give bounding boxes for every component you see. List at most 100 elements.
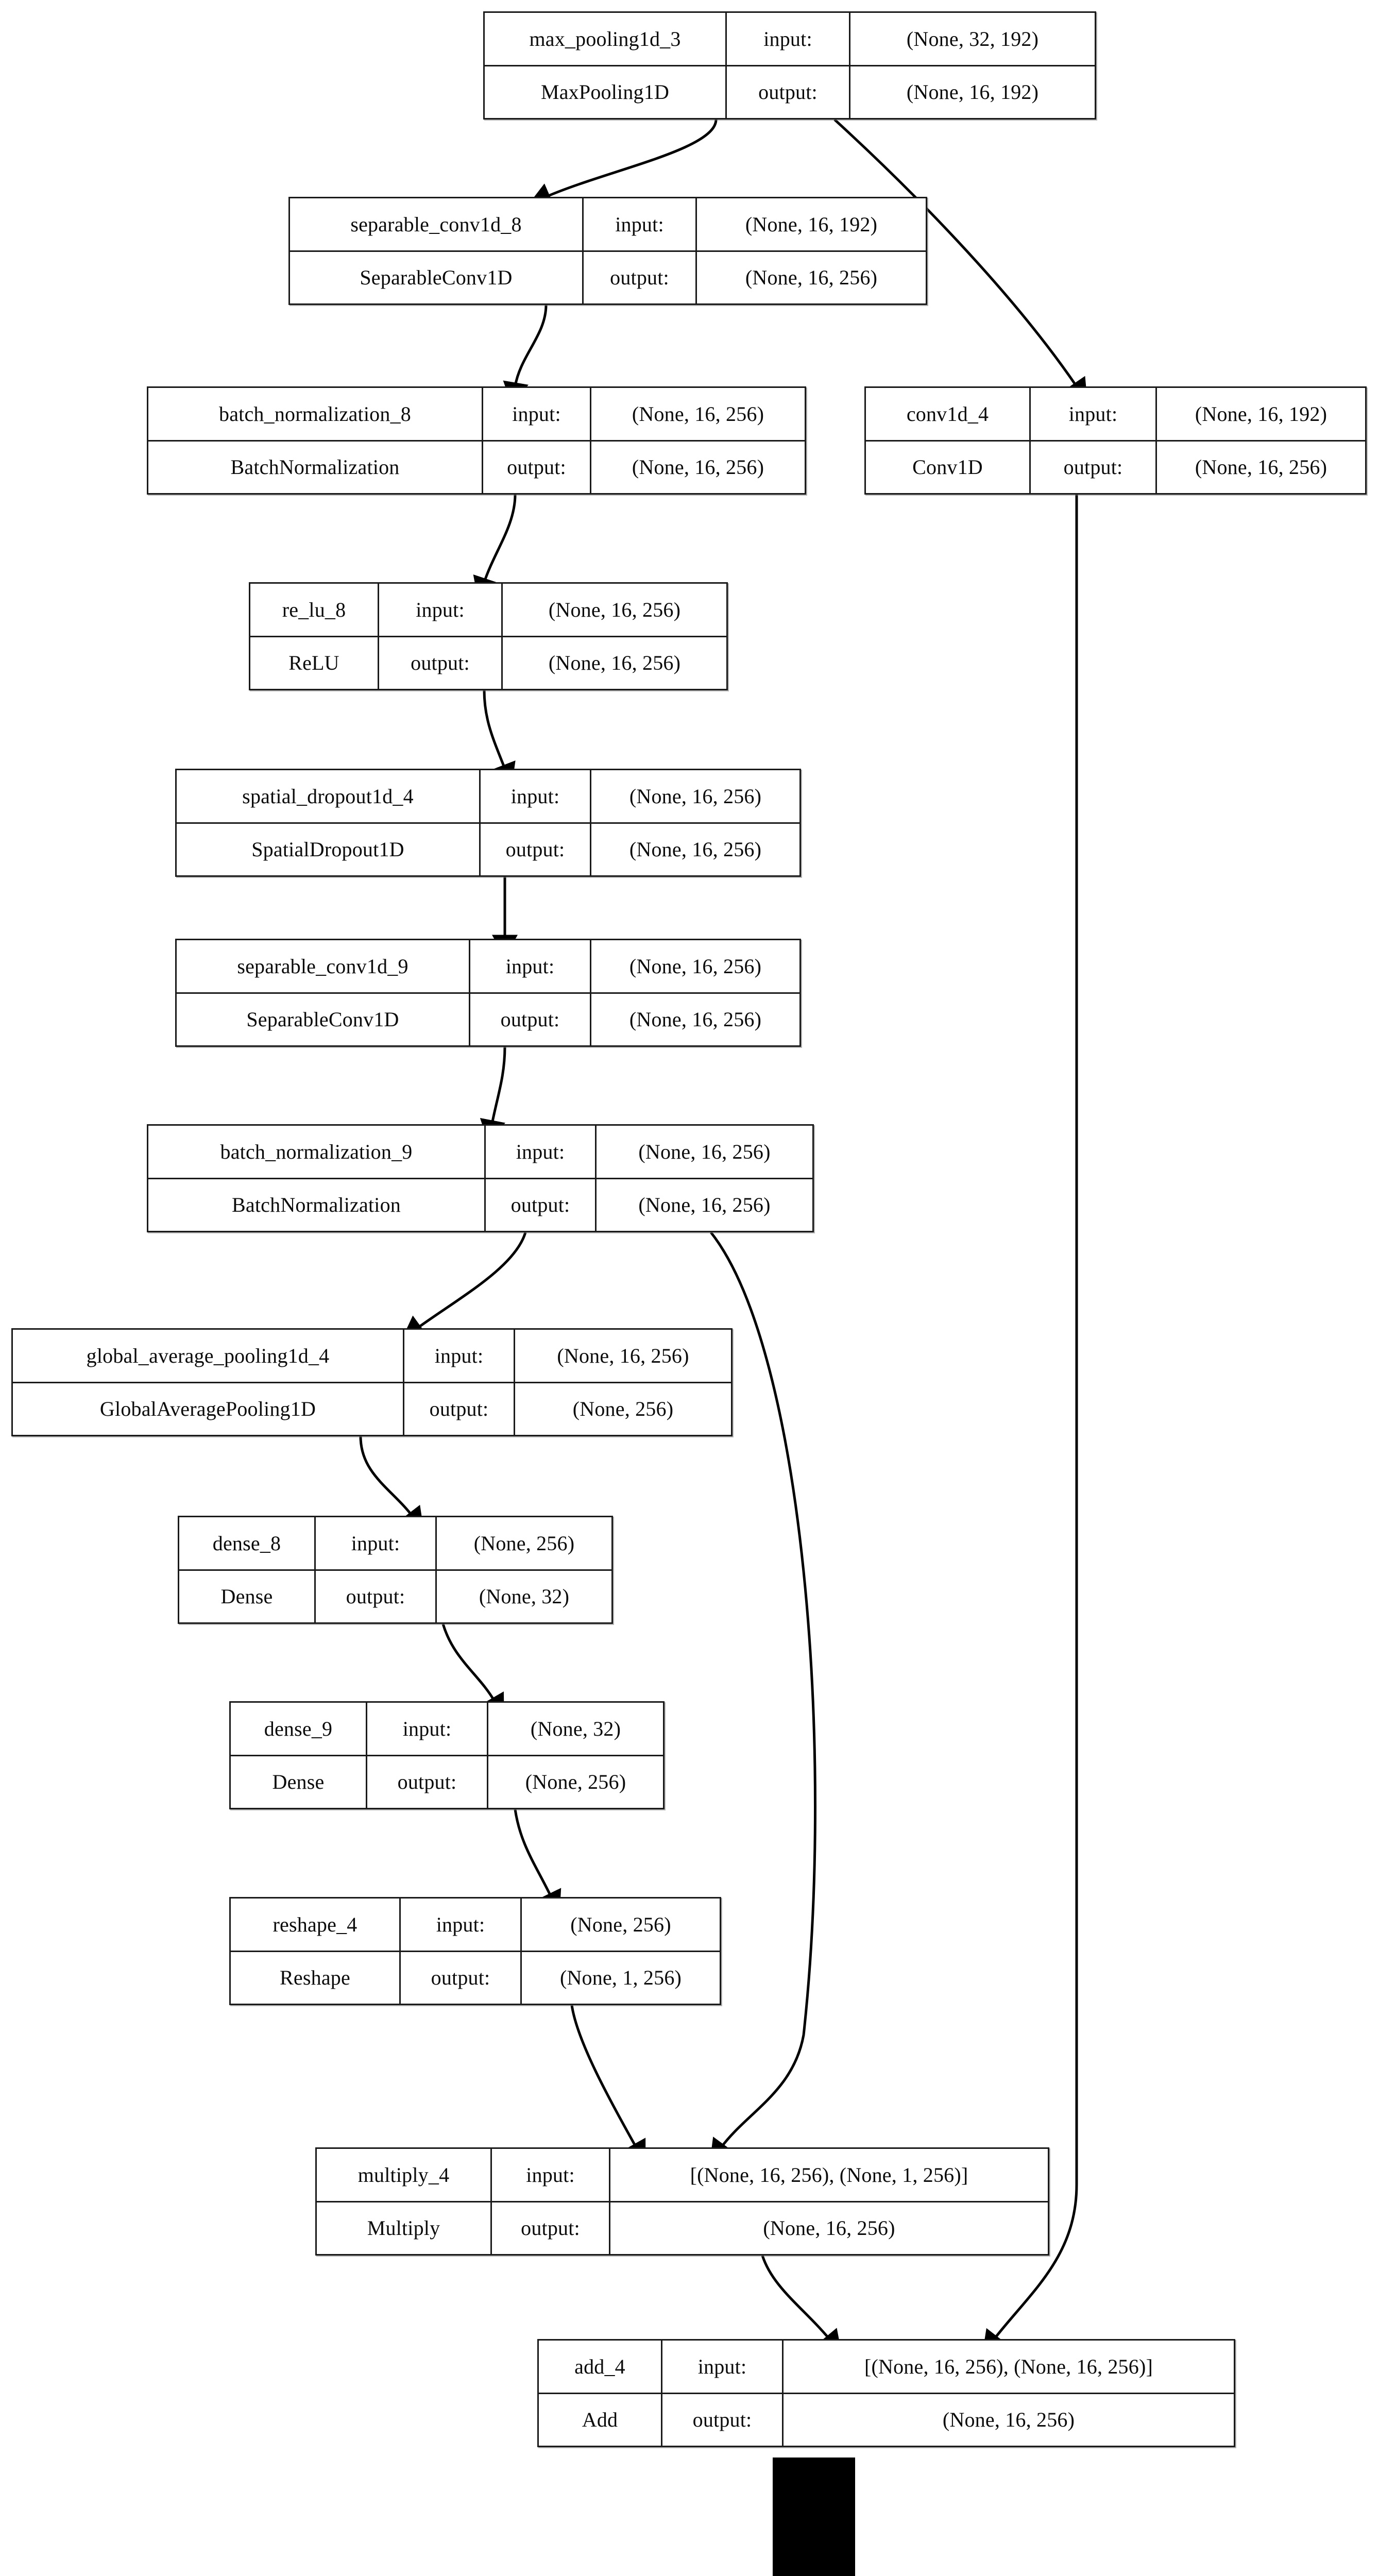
node-row-input: dense_9 input: (None, 32) <box>231 1703 663 1756</box>
input-label: input: <box>379 584 503 636</box>
node-row-input: re_lu_8 input: (None, 16, 256) <box>250 584 726 637</box>
node-row-output: GlobalAveragePooling1D output: (None, 25… <box>13 1383 731 1435</box>
node-row-input: conv1d_4 input: (None, 16, 192) <box>866 388 1365 442</box>
output-shape: (None, 16, 256) <box>638 1193 771 1217</box>
node-row-input: global_average_pooling1d_4 input: (None,… <box>13 1330 731 1383</box>
node-conv1d-4[interactable]: conv1d_4 input: (None, 16, 192) Conv1D o… <box>864 386 1367 495</box>
input-label: input: <box>481 770 591 822</box>
node-dense-9[interactable]: dense_9 input: (None, 32) Dense output: … <box>229 1701 665 1809</box>
input-label: input: <box>401 1899 522 1951</box>
node-row-output: Reshape output: (None, 1, 256) <box>231 1952 720 2004</box>
node-title: separable_conv1d_8 <box>290 198 584 250</box>
input-shape: (None, 16, 256) <box>638 1140 771 1163</box>
edge-gap4-to-dense8 <box>359 1436 424 1531</box>
node-dense-8[interactable]: dense_8 input: (None, 256) Dense output:… <box>178 1516 613 1624</box>
edge-dense9-to-reshape4 <box>514 1809 561 1914</box>
input-label: input: <box>727 13 850 65</box>
node-row-output: SeparableConv1D output: (None, 16, 256) <box>290 251 926 303</box>
input-shape: (None, 16, 256) <box>629 954 762 978</box>
edge-multiply4-to-add4 <box>761 2255 842 2354</box>
node-batch-normalization-8[interactable]: batch_normalization_8 input: (None, 16, … <box>147 386 806 495</box>
node-re-lu-8[interactable]: re_lu_8 input: (None, 16, 256) ReLU outp… <box>249 582 728 690</box>
node-class: SeparableConv1D <box>177 993 470 1045</box>
node-title: reshape_4 <box>231 1899 401 1951</box>
input-shape: (None, 256) <box>570 1912 671 1936</box>
node-title: batch_normalization_8 <box>148 388 483 440</box>
node-add-4[interactable]: add_4 input: [(None, 16, 256), (None, 16… <box>537 2339 1235 2447</box>
node-separable-conv1d-9[interactable]: separable_conv1d_9 input: (None, 16, 256… <box>175 939 801 1047</box>
input-shape: (None, 256) <box>473 1531 575 1555</box>
node-class: SpatialDropout1D <box>177 823 481 875</box>
input-shape: (None, 16, 256) <box>548 598 681 621</box>
node-row-output: MaxPooling1D output: (None, 16, 192) <box>485 66 1095 118</box>
node-title: add_4 <box>539 2341 662 2393</box>
output-shape: (None, 256) <box>525 1770 626 1794</box>
node-separable-conv1d-8[interactable]: separable_conv1d_8 input: (None, 16, 192… <box>288 197 927 305</box>
output-shape: (None, 16, 256) <box>763 2216 895 2240</box>
node-row-input: separable_conv1d_9 input: (None, 16, 256… <box>177 940 799 994</box>
node-row-input: batch_normalization_9 input: (None, 16, … <box>148 1126 812 1179</box>
input-label: input: <box>470 940 591 992</box>
node-title: multiply_4 <box>317 2149 492 2201</box>
output-shape: (None, 16, 256) <box>632 455 764 479</box>
output-shape: (None, 256) <box>572 1397 674 1421</box>
input-label: input: <box>1031 388 1157 440</box>
node-class: Conv1D <box>866 441 1031 493</box>
node-reshape-4[interactable]: reshape_4 input: (None, 256) Reshape out… <box>229 1897 721 2005</box>
input-label: input: <box>316 1517 437 1569</box>
node-max-pooling1d-3[interactable]: max_pooling1d_3 input: (None, 32, 192) M… <box>483 11 1096 120</box>
output-shape: (None, 16, 192) <box>906 80 1039 104</box>
edge-reshape4-to-multiply4 <box>570 2005 646 2164</box>
node-title: separable_conv1d_9 <box>177 940 470 992</box>
edge-sepconv8-to-bn8 <box>503 304 548 405</box>
node-row-output: Dense output: (None, 256) <box>231 1756 663 1808</box>
output-shape: (None, 16, 256) <box>629 838 762 861</box>
input-label: input: <box>486 1126 597 1178</box>
edge-maxpool-to-sepconv8 <box>528 119 718 207</box>
node-title: re_lu_8 <box>250 584 379 636</box>
node-class: Add <box>539 2394 662 2446</box>
edge-sepconv9-to-bn9 <box>480 1046 506 1143</box>
output-shape: (None, 16, 256) <box>942 2408 1075 2432</box>
output-label: output: <box>481 823 591 875</box>
output-label: output: <box>727 66 850 118</box>
node-class: ReLU <box>250 637 379 689</box>
input-label: input: <box>404 1330 515 1382</box>
output-shape: (None, 1, 256) <box>559 1966 682 1990</box>
node-row-output: BatchNormalization output: (None, 16, 25… <box>148 1179 812 1231</box>
node-row-output: BatchNormalization output: (None, 16, 25… <box>148 441 805 493</box>
input-label: input: <box>367 1703 488 1755</box>
output-label: output: <box>470 993 591 1045</box>
node-row-input: separable_conv1d_8 input: (None, 16, 192… <box>290 198 926 252</box>
output-shape: (None, 16, 256) <box>548 651 681 675</box>
node-row-input: multiply_4 input: [(None, 16, 256), (Non… <box>317 2149 1048 2202</box>
output-shape: (None, 16, 256) <box>745 266 878 290</box>
node-class: Reshape <box>231 1952 401 2004</box>
input-shape: (None, 32, 192) <box>906 27 1039 50</box>
node-row-input: batch_normalization_8 input: (None, 16, … <box>148 388 805 442</box>
edge-bn9-to-gap4 <box>401 1232 527 1340</box>
node-batch-normalization-9[interactable]: batch_normalization_9 input: (None, 16, … <box>147 1124 814 1232</box>
node-title: spatial_dropout1d_4 <box>177 770 481 822</box>
node-row-output: Conv1D output: (None, 16, 256) <box>866 441 1365 493</box>
output-label: output: <box>404 1383 515 1435</box>
node-class: Dense <box>179 1570 316 1622</box>
node-row-output: Dense output: (None, 32) <box>179 1570 611 1622</box>
input-shape: (None, 16, 256) <box>629 784 762 808</box>
output-label: output: <box>486 1179 597 1231</box>
node-row-input: add_4 input: [(None, 16, 256), (None, 16… <box>539 2341 1234 2394</box>
node-spatial-dropout1d-4[interactable]: spatial_dropout1d_4 input: (None, 16, 25… <box>175 769 801 877</box>
node-row-input: max_pooling1d_3 input: (None, 32, 192) <box>485 13 1095 66</box>
output-label: output: <box>483 441 591 493</box>
node-title: batch_normalization_9 <box>148 1126 486 1178</box>
node-row-output: Multiply output: (None, 16, 256) <box>317 2202 1048 2254</box>
node-global-average-pooling1d-4[interactable]: global_average_pooling1d_4 input: (None,… <box>11 1328 733 1436</box>
node-row-input: spatial_dropout1d_4 input: (None, 16, 25… <box>177 770 799 824</box>
node-class: GlobalAveragePooling1D <box>13 1383 404 1435</box>
node-row-input: reshape_4 input: (None, 256) <box>231 1899 720 1952</box>
node-class: MaxPooling1D <box>485 66 727 118</box>
node-title: conv1d_4 <box>866 388 1031 440</box>
node-multiply-4[interactable]: multiply_4 input: [(None, 16, 256), (Non… <box>315 2147 1049 2256</box>
output-label: output: <box>401 1952 522 2004</box>
